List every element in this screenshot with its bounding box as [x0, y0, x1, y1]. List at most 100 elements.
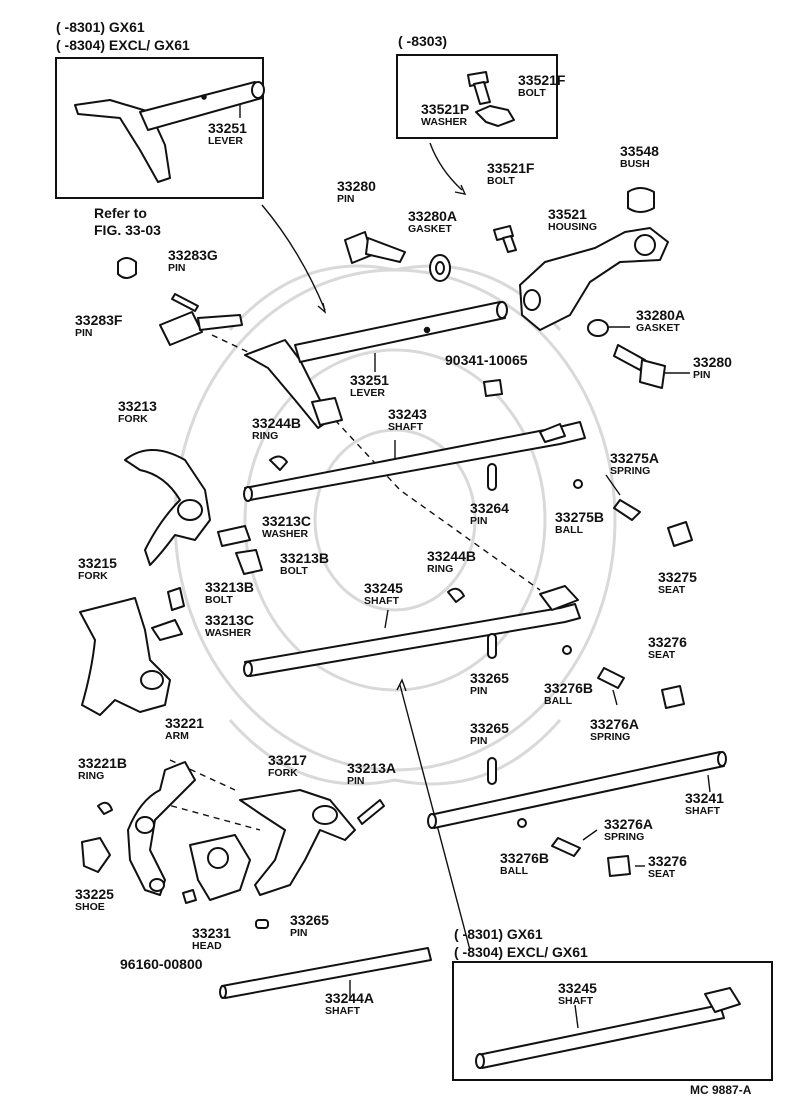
- part-number: 33243: [388, 406, 427, 422]
- part-number: 33283F: [75, 312, 123, 328]
- fork-33213-drawing: [124, 449, 211, 566]
- bolt-33213b-top-drawing: [235, 549, 263, 575]
- bolt-33521f-drawing: [493, 225, 517, 253]
- part-number: 96160-00800: [120, 956, 203, 972]
- part-number: 33276B: [544, 680, 593, 696]
- gasket-33280a-top-hole: [435, 261, 445, 275]
- part-number: 33213: [118, 398, 157, 414]
- part-number: 33276A: [590, 716, 639, 732]
- gasket-33280a-right-drawing: [587, 319, 609, 337]
- shaft-33244a-drawing: [219, 947, 432, 999]
- part-name: LEVER: [350, 387, 385, 399]
- part-name: ARM: [165, 730, 189, 742]
- part-number: 33265: [290, 912, 329, 928]
- seat-33276-bot-drawing: [607, 855, 631, 877]
- part-name: SHAFT: [364, 595, 400, 607]
- part-name: RING: [427, 563, 453, 575]
- part-name: RING: [252, 430, 278, 442]
- pin-33280-top-drawing: [344, 231, 406, 264]
- pin-33264-drawing: [487, 463, 497, 491]
- seat-33276-top-drawing: [661, 685, 685, 709]
- label-bolt-96160: 96160-00800: [120, 956, 203, 972]
- ring-33244b-top-drawing: [269, 455, 288, 471]
- part-number: 33548: [620, 143, 659, 159]
- part-name: WASHER: [205, 627, 252, 639]
- washer-33213c-top-drawing: [217, 525, 251, 547]
- part-name: SHAFT: [388, 421, 424, 433]
- fork-33217-drawing: [239, 789, 356, 896]
- part-number: 33280: [337, 178, 376, 194]
- part-number: 33221B: [78, 755, 127, 771]
- part-name: SEAT: [648, 868, 676, 880]
- part-number: 33275B: [555, 509, 604, 525]
- part-name: BUSH: [620, 158, 650, 170]
- part-labels: 33251LEVER33521FBOLT33521PWASHER33283GPI…: [75, 72, 732, 1017]
- ball-33275b-drawing: [573, 479, 583, 489]
- header-top-box: ( -8303): [398, 33, 447, 49]
- part-number: 33221: [165, 715, 204, 731]
- part-number: 33521P: [421, 101, 469, 117]
- part-number: 33241: [685, 790, 724, 806]
- header-bottom-line2: ( -8304) EXCL/ GX61: [454, 944, 588, 960]
- part-number: 33244B: [252, 415, 301, 431]
- part-number: 33283G: [168, 247, 218, 263]
- shaft-33245-drawing: [243, 585, 581, 677]
- pin-33265-top-drawing: [487, 633, 497, 659]
- part-name: SHAFT: [325, 1005, 361, 1017]
- header-top-left-line1: ( -8301) GX61: [56, 19, 145, 35]
- part-name: HOUSING: [548, 221, 597, 233]
- spring-33276a-bot-drawing: [551, 837, 581, 857]
- bolt-33213b-left-drawing: [167, 587, 185, 611]
- part-number: 33245: [364, 580, 403, 596]
- part-number: 33280A: [636, 307, 685, 323]
- part-name: SHOE: [75, 901, 105, 913]
- shaft-33245-inset-drawing: [475, 987, 741, 1069]
- part-name: BALL: [500, 865, 529, 877]
- part-name: WASHER: [262, 528, 309, 540]
- ring-33221b-drawing: [97, 801, 113, 815]
- part-name: PIN: [470, 515, 488, 527]
- part-name: FORK: [78, 570, 108, 582]
- lever-33251-drawing: [244, 301, 508, 429]
- part-name: SPRING: [610, 465, 650, 477]
- part-number: 33213A: [347, 760, 396, 776]
- part-name: FORK: [268, 767, 298, 779]
- shaft-33241-drawing: [427, 751, 727, 829]
- part-number: 33264: [470, 500, 509, 516]
- part-name: PIN: [75, 327, 93, 339]
- part-number: 33265: [470, 720, 509, 736]
- part-name: WASHER: [421, 116, 468, 128]
- bolt-90341-drawing: [483, 379, 503, 397]
- part-name: PIN: [168, 262, 186, 274]
- part-number: 33244A: [325, 990, 374, 1006]
- part-number: 33280: [693, 354, 732, 370]
- part-name: PIN: [337, 193, 355, 205]
- part-name: SHAFT: [685, 805, 721, 817]
- part-number: 33275: [658, 569, 697, 585]
- part-number: 33265: [470, 670, 509, 686]
- lever-inset-drawing: [74, 81, 265, 183]
